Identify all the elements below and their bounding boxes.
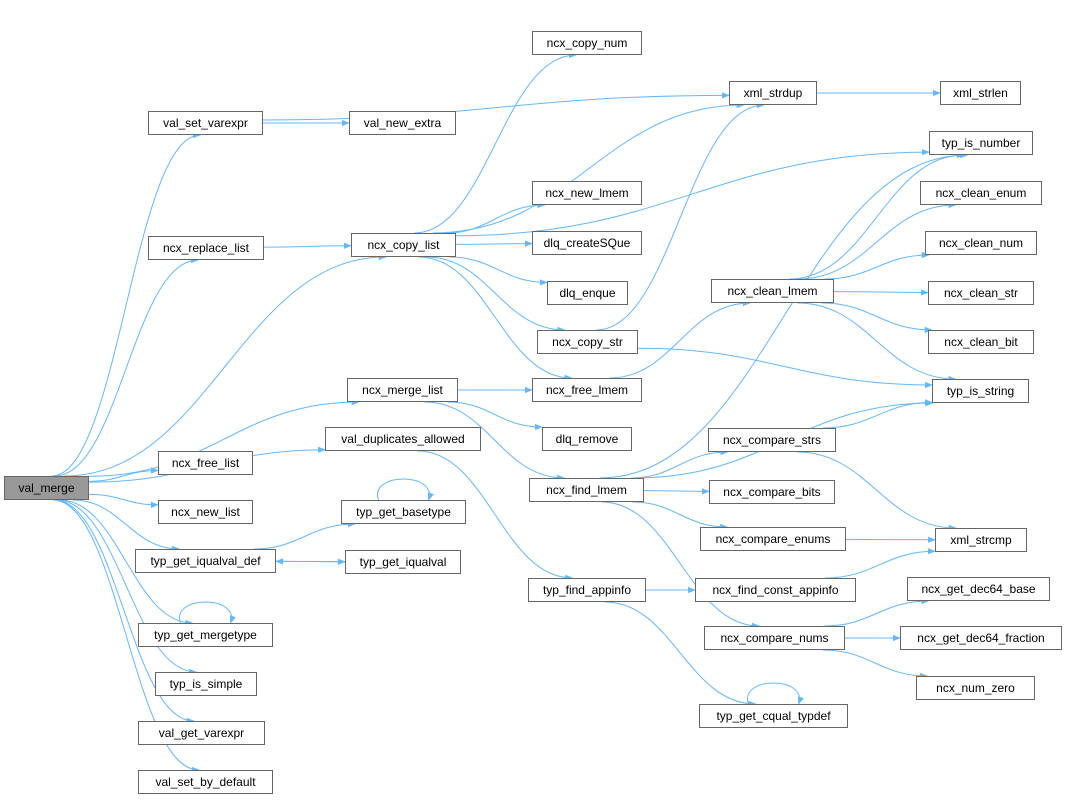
node-ncx-replace-list[interactable]: ncx_replace_list [148, 236, 264, 260]
node-ncx-find-lmem[interactable]: ncx_find_lmem [529, 478, 644, 502]
node-ncx-merge-list[interactable]: ncx_merge_list [347, 378, 458, 402]
call-edge-ncx_compare_strs-to-typ_is_string [823, 399, 933, 429]
node-ncx-copy-list[interactable]: ncx_copy_list [351, 233, 456, 257]
call-edge-val_merge-to-val_get_varexpr [54, 499, 195, 725]
call-edge-ncx_copy_str-to-typ_is_string [637, 347, 933, 389]
call-edge-typ_get_cqual_typdef-to-typ_get_cqual_typdef [747, 682, 804, 705]
call-edge-val_merge-to-typ_is_simple [56, 499, 198, 676]
call-edge-ncx_merge_list-to-ncx_find_lmem [424, 401, 566, 482]
call-edge-ncx_clean_lmem-to-ncx_clean_str [833, 289, 929, 296]
node-ncx-find-const-appinfo[interactable]: ncx_find_const_appinfo [695, 578, 856, 602]
call-edge-ncx_find_lmem-to-typ_is_number [600, 151, 969, 479]
call-edge-val_merge-to-ncx_merge_list [88, 398, 360, 477]
call-edge-val_merge-to-val_set_varexpr [51, 131, 202, 477]
node-ncx-copy-str[interactable]: ncx_copy_str [537, 330, 638, 354]
call-edge-ncx_copy_list-to-ncx_free_lmem [418, 256, 573, 382]
call-edge-ncx_free_lmem-to-ncx_clean_lmem [609, 299, 751, 379]
node-typ-is-string[interactable]: typ_is_string [932, 379, 1029, 403]
call-edge-ncx_clean_lmem-to-ncx_clean_enum [798, 201, 957, 280]
call-edge-ncx_clean_lmem-to-typ_is_string [797, 302, 957, 383]
node-dlq-createSQue[interactable]: dlq_createSQue [532, 231, 642, 255]
node-ncx-clean-str[interactable]: ncx_clean_str [928, 281, 1034, 305]
node-ncx-new-lmem[interactable]: ncx_new_lmem [532, 181, 642, 205]
node-xml-strcmp[interactable]: xml_strcmp [935, 528, 1027, 552]
call-edge-ncx_copy_list-to-ncx_copy_str [426, 256, 566, 334]
call-edge-ncx_find_const_appinfo-to-xml_strcmp [824, 547, 936, 579]
call-edge-ncx_copy_list-to-typ_is_number [455, 148, 930, 237]
call-edge-ncx_clean_lmem-to-ncx_clean_bit [821, 302, 933, 334]
call-edge-val_merge-to-ncx_new_list [88, 493, 159, 509]
call-edge-ncx_copy_list-to-ncx_copy_num [414, 51, 577, 234]
node-ncx-free-list[interactable]: ncx_free_list [158, 451, 253, 475]
call-edge-val_merge-to-ncx_free_list [88, 467, 159, 482]
node-val-new-extra[interactable]: val_new_extra [349, 111, 456, 135]
call-edge-ncx_compare_nums-to-ncx_num_zero [822, 649, 929, 680]
node-val-duplicates-allowed[interactable]: val_duplicates_allowed [325, 427, 481, 451]
call-edge-val_merge-to-typ_get_iqualval_def [72, 499, 181, 553]
call-edge-val_set_varexpr-to-xml_strdup [262, 92, 730, 121]
node-ncx-clean-num[interactable]: ncx_clean_num [925, 231, 1037, 255]
call-edge-typ_get_basetype-to-typ_get_basetype [377, 478, 434, 501]
node-ncx-compare-bits[interactable]: ncx_compare_bits [709, 480, 835, 504]
node-dlq-enque[interactable]: dlq_enque [547, 281, 628, 305]
call-edge-ncx_copy_list-to-dlq_enque [449, 256, 548, 286]
call-edge-val_merge-to-typ_get_mergetype [59, 499, 194, 627]
call-edge-typ_find_appinfo-to-typ_get_cqual_typdef [604, 601, 757, 708]
call-edge-ncx_clean_lmem-to-ncx_clean_num [824, 251, 930, 280]
call-edge-typ_get_iqualval_def-to-typ_get_basetype [253, 520, 356, 550]
node-typ-is-simple[interactable]: typ_is_simple [155, 672, 257, 696]
call-edge-ncx_compare_nums-to-ncx_get_dec64_base [824, 597, 930, 627]
node-xml-strlen[interactable]: xml_strlen [940, 81, 1021, 105]
call-edge-val_merge-to-ncx_copy_list [64, 253, 387, 477]
node-typ-is-number[interactable]: typ_is_number [929, 131, 1033, 155]
call-edge-ncx_find_lmem-to-ncx_compare_enums [632, 501, 729, 531]
node-val-set-by-default[interactable]: val_set_by_default [138, 770, 273, 794]
call-edge-ncx_find_lmem-to-ncx_compare_bits [643, 488, 710, 495]
node-ncx-num-zero[interactable]: ncx_num_zero [916, 676, 1035, 700]
call-edge-ncx_copy_list-to-dlq_createSQue [455, 240, 533, 247]
node-typ-get-iqualval-def[interactable]: typ_get_iqualval_def [135, 549, 276, 573]
call-edge-ncx_compare_strs-to-xml_strcmp [797, 451, 957, 532]
node-ncx-get-dec64-base[interactable]: ncx_get_dec64_base [907, 577, 1050, 601]
call-edge-val_duplicates_allowed-to-typ_find_appinfo [417, 450, 574, 582]
call-edge-ncx_copy_list-to-xml_strdup [432, 101, 745, 234]
node-val-set-varexpr[interactable]: val_set_varexpr [148, 111, 263, 135]
node-typ-find-appinfo[interactable]: typ_find_appinfo [528, 578, 646, 602]
call-edge-val_merge-to-val_set_by_default [52, 499, 200, 774]
node-ncx-clean-lmem[interactable]: ncx_clean_lmem [711, 279, 834, 303]
node-ncx-new-list[interactable]: ncx_new_list [158, 500, 253, 524]
node-dlq-remove[interactable]: dlq_remove [542, 427, 632, 451]
call-edge-ncx_find_lmem-to-ncx_compare_nums [601, 501, 761, 630]
node-typ-get-mergetype[interactable]: typ_get_mergetype [138, 623, 273, 647]
call-edge-ncx_copy_list-to-ncx_new_lmem [445, 201, 546, 234]
node-typ-get-iqualval[interactable]: typ_get_iqualval [345, 550, 461, 574]
call-edge-typ_get_mergetype-to-typ_get_mergetype [179, 601, 236, 624]
call-edge-ncx_clean_lmem-to-typ_is_number [789, 151, 965, 280]
call-edge-ncx_replace_list-to-ncx_copy_list [263, 242, 352, 249]
call-edge-ncx_find_lmem-to-ncx_compare_strs [631, 448, 729, 479]
node-ncx-clean-enum[interactable]: ncx_clean_enum [920, 181, 1042, 205]
node-ncx-copy-num[interactable]: ncx_copy_num [532, 31, 642, 55]
node-typ-get-cqual-typdef[interactable]: typ_get_cqual_typdef [699, 704, 848, 728]
node-ncx-get-dec64-fraction[interactable]: ncx_get_dec64_fraction [900, 626, 1062, 650]
node-ncx-compare-nums[interactable]: ncx_compare_nums [704, 626, 845, 650]
node-val-merge[interactable]: val_merge [4, 476, 89, 500]
call-edge-val_merge-to-ncx_replace_list [54, 256, 199, 477]
node-typ-get-basetype[interactable]: typ_get_basetype [341, 500, 466, 524]
node-val-get-varexpr[interactable]: val_get_varexpr [138, 721, 265, 745]
call-edge-ncx_merge_list-to-dlq_remove [447, 401, 543, 431]
node-ncx-free-lmem[interactable]: ncx_free_lmem [532, 378, 642, 402]
node-xml-strdup[interactable]: xml_strdup [729, 81, 817, 105]
node-ncx-clean-bit[interactable]: ncx_clean_bit [928, 330, 1034, 354]
node-ncx-compare-enums[interactable]: ncx_compare_enums [700, 527, 846, 551]
node-ncx-compare-strs[interactable]: ncx_compare_strs [708, 428, 836, 452]
call-edge-ncx_copy_str-to-xml_strdup [596, 101, 765, 331]
